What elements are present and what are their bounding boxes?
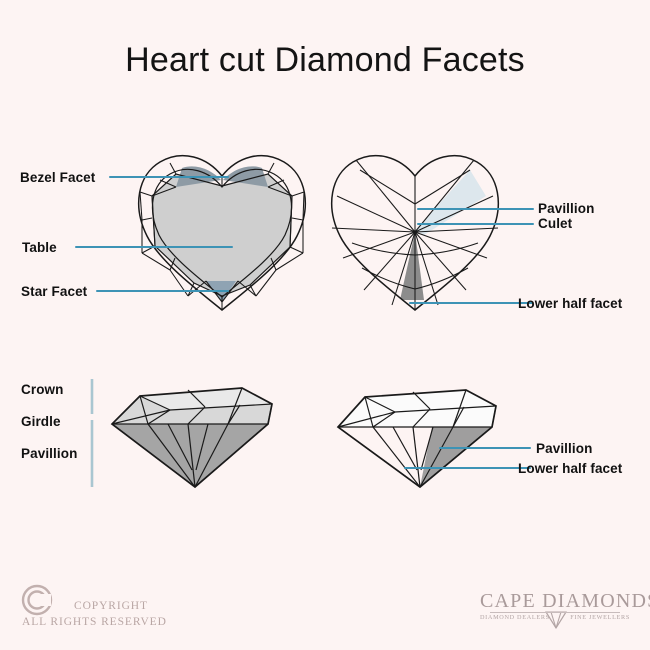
- label-pavillion: Pavillion: [538, 201, 595, 216]
- profile-facet-lines-right: [337, 389, 497, 488]
- brand-sub-left: DIAMOND DEALERS: [480, 614, 550, 621]
- label-pavillion-profile: Pavillion: [21, 446, 78, 461]
- label-crown: Crown: [21, 382, 64, 397]
- label-lower-half-facet: Lower half facet: [518, 296, 623, 311]
- brand-sub-right: FINE JEWELLERS: [570, 614, 630, 621]
- leader-lines: [75, 176, 534, 469]
- diamond-profile-shaded: [110, 387, 273, 489]
- pavillion-shading: [112, 424, 268, 487]
- profile-facet-lines-left: [111, 387, 273, 488]
- diamond-icon: [545, 611, 567, 630]
- brand-subtitle: DIAMOND DEALERS FINE JEWELLERS: [480, 614, 630, 621]
- bezel-facet-right: [223, 166, 268, 187]
- lower-half-facet-highlight: [400, 232, 424, 300]
- label-lower-half-facet-br: Lower half facet: [518, 461, 623, 476]
- brand-name: CAPE DIAMONDS: [480, 590, 650, 612]
- copyright-line-2: ALL RIGHTS RESERVED: [22, 616, 167, 628]
- label-culet: Culet: [538, 216, 573, 231]
- label-star-facet: Star Facet: [21, 284, 88, 299]
- brand-logo: CAPE DIAMONDS DIAMOND DEALERS FINE JEWEL…: [480, 590, 650, 621]
- page-title: Heart cut Diamond Facets: [125, 41, 525, 79]
- copyright-line-1: COPYRIGHT: [74, 600, 148, 612]
- table-facet: [152, 174, 292, 296]
- diamond-profile-outline: [336, 389, 497, 489]
- heart-pavilion-view: [331, 154, 499, 311]
- label-bezel-facet: Bezel Facet: [20, 170, 96, 185]
- label-girdle: Girdle: [21, 414, 61, 429]
- heart-crown-view: [138, 154, 306, 311]
- heart-inner-ring-crown: [151, 168, 293, 298]
- brand-divider: [490, 612, 620, 613]
- pavilion-facet-lines: [331, 159, 499, 310]
- copyright-ring-icon: [21, 584, 53, 616]
- pavillion-facet-highlight: [415, 170, 486, 235]
- label-table: Table: [22, 240, 57, 255]
- label-pavillion-br: Pavillion: [536, 441, 593, 456]
